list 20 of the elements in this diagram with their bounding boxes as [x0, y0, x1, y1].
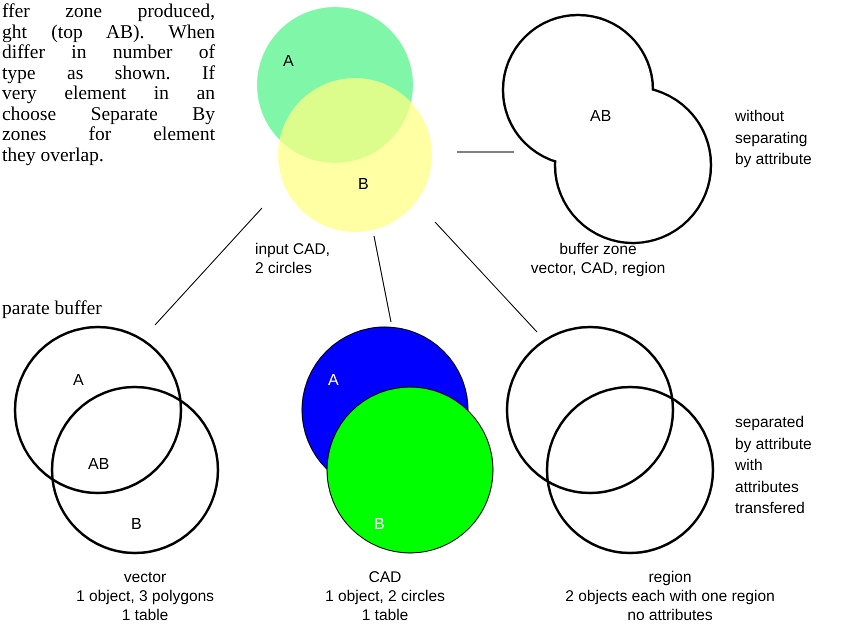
- circle-label: B: [374, 516, 385, 534]
- node-label: input CAD, 2 circles: [255, 240, 330, 278]
- node-label: without separating by attribute: [735, 107, 812, 170]
- node-label: separated by attribute with attributes transfered: [735, 413, 812, 519]
- node-label: region 2 objects each with one region no attributes: [565, 568, 775, 625]
- circle-label: AB: [88, 456, 110, 474]
- connector-line: [374, 236, 392, 322]
- paragraph: ffer zone produced, ght (top AB). When differ in number of type as shown. If very element in an choose Separate By zones for element they overlap.: [2, 2, 215, 166]
- paragraph: parate buffer: [2, 297, 103, 321]
- circle-label: A: [283, 53, 294, 71]
- circle-label: A: [73, 372, 84, 390]
- connector-line: [434, 222, 538, 332]
- circle-label: B: [131, 516, 142, 534]
- circle-label: AB: [590, 108, 612, 126]
- circle-label: B: [358, 176, 369, 194]
- node-label: vector 1 object, 3 polygons 1 table: [76, 568, 214, 625]
- node-label: buffer zone vector, CAD, region: [530, 240, 666, 278]
- connector-line: [154, 208, 262, 326]
- circle-label: A: [328, 372, 339, 390]
- node-label: CAD 1 object, 2 circles 1 table: [325, 568, 445, 625]
